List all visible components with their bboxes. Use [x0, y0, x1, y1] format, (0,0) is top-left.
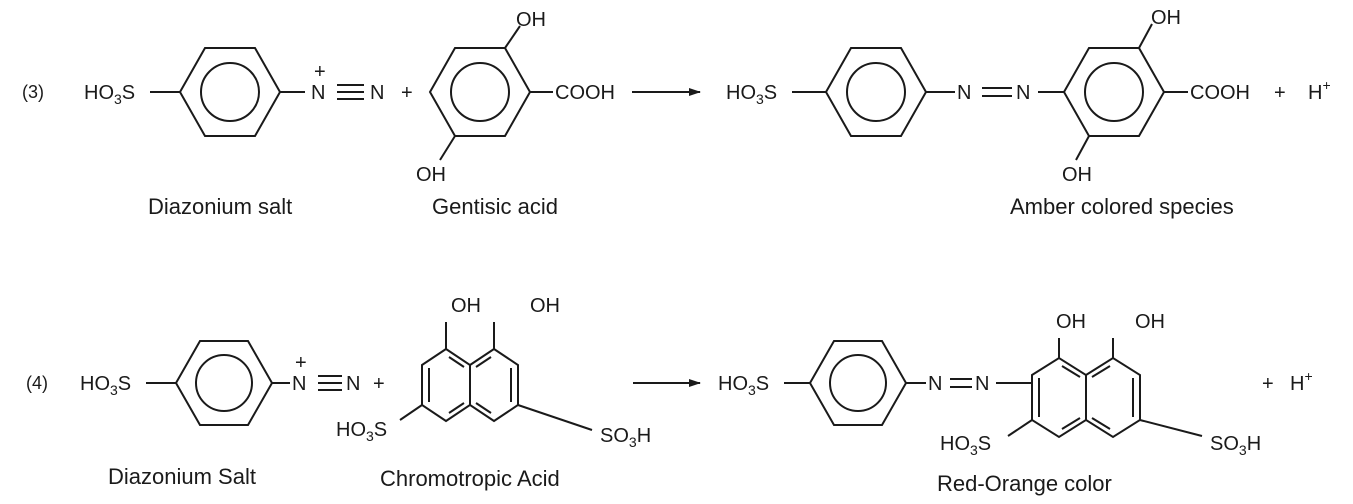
hydroxyl-1: OH — [451, 295, 481, 317]
reaction-3: (3) HO3S + N N + OH OH COOH — [22, 7, 1331, 219]
plus-sign: + — [1262, 373, 1274, 395]
reaction-3-number: (3) — [22, 82, 44, 102]
nitrogen-1: N — [311, 82, 325, 104]
nitrogen-2: N — [370, 82, 384, 104]
benzene-ring — [808, 340, 908, 426]
label-red-orange-color: Red-Orange color — [937, 471, 1112, 496]
plus-sign: + — [373, 373, 385, 395]
carboxyl-group: COOH — [555, 82, 615, 104]
reaction-3-gentisic-acid: OH OH COOH — [416, 9, 615, 186]
nitrogen-1: N — [928, 373, 942, 395]
hydroxyl-1: OH — [1056, 311, 1086, 333]
proton: H+ — [1290, 368, 1313, 395]
label-amber-species: Amber colored species — [1010, 194, 1234, 219]
sulfonic-acid-group-left: HO3S — [336, 419, 387, 444]
n-plus-charge: + — [314, 61, 326, 83]
nitrogen-2: N — [346, 373, 360, 395]
reaction-3-product: HO3S N N OH OH COOH — [726, 7, 1250, 186]
hydroxyl-2: OH — [530, 295, 560, 317]
sulfonic-acid-group: HO3S — [84, 82, 135, 107]
hydroxyl-top: OH — [1151, 7, 1181, 29]
naphthalene-ring-right — [1085, 356, 1141, 439]
hydroxyl-top: OH — [516, 9, 546, 31]
plus-sign: + — [1274, 82, 1286, 104]
nitrogen-2: N — [975, 373, 989, 395]
hydroxyl-bottom: OH — [1062, 164, 1092, 186]
sulfonic-acid-group: HO3S — [80, 373, 131, 398]
benzene-ring — [1062, 47, 1166, 137]
nitrogen-1: N — [292, 373, 306, 395]
reaction-4-chromotropic-acid: OH OH HO3S SO3H — [336, 295, 651, 450]
carboxyl-group: COOH — [1190, 82, 1250, 104]
benzene-ring — [178, 47, 282, 137]
sulfonic-acid-group-left: HO3S — [940, 433, 991, 458]
sulfonic-acid-group-right: SO3H — [600, 425, 651, 450]
reaction-4-diazonium-salt: HO3S + N N — [80, 340, 360, 426]
label-diazonium-salt: Diazonium Salt — [108, 464, 256, 489]
hydroxyl-bottom: OH — [416, 164, 446, 186]
naphthalene-ring-left — [1031, 356, 1087, 439]
nitrogen-2: N — [1016, 82, 1030, 104]
benzene-ring — [824, 47, 928, 137]
label-chromotropic-acid: Chromotropic Acid — [380, 466, 560, 491]
plus-sign: + — [401, 82, 413, 104]
sulfonic-acid-group: HO3S — [718, 373, 769, 398]
label-gentisic-acid: Gentisic acid — [432, 194, 558, 219]
reaction-4-product: HO3S N N OH OH HO3S SO3H — [718, 311, 1261, 458]
proton: H+ — [1308, 77, 1331, 104]
sulfonic-acid-group-right: SO3H — [1210, 433, 1261, 458]
reaction-4: (4) HO3S + N N + OH — [26, 295, 1313, 496]
reaction-4-number: (4) — [26, 373, 48, 393]
nitrogen-1: N — [957, 82, 971, 104]
benzene-ring — [174, 340, 274, 426]
benzene-ring — [428, 47, 532, 137]
reaction-3-diazonium-salt: HO3S + N N — [84, 47, 384, 137]
sulfonic-acid-group: HO3S — [726, 82, 777, 107]
hydroxyl-2: OH — [1135, 311, 1165, 333]
label-diazonium-salt: Diazonium salt — [148, 194, 292, 219]
n-plus-charge: + — [295, 352, 307, 374]
